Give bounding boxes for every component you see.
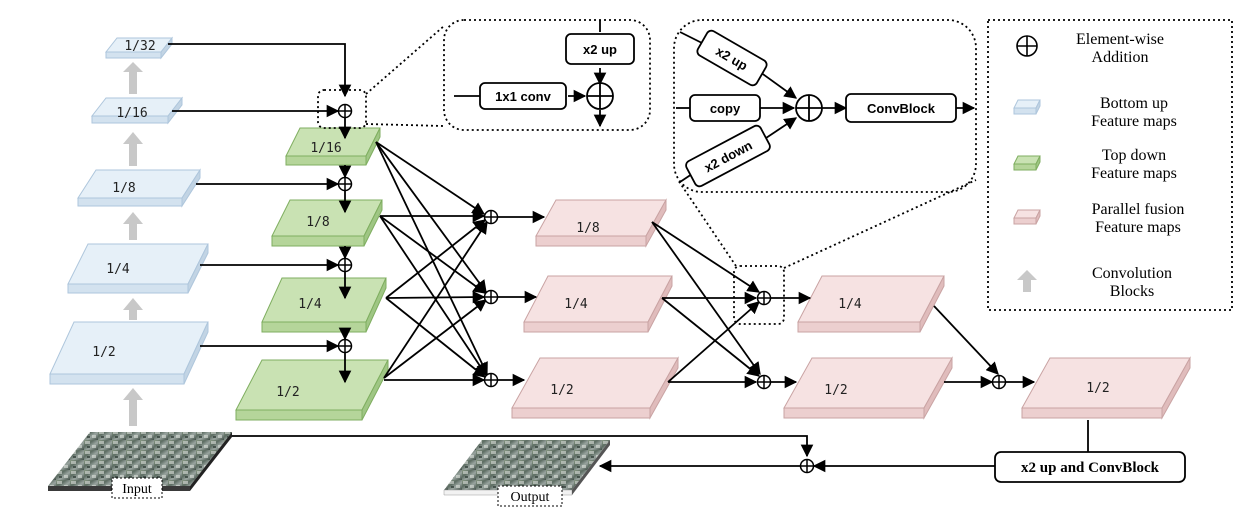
add-node-td1 [337, 103, 353, 119]
top-down-label-1-4: 1/4 [298, 297, 322, 312]
output-label-box [497, 485, 563, 507]
legend-top-down-line1: Top down [1102, 147, 1166, 164]
legend-conv-line2: Blocks [1110, 283, 1154, 300]
legend-addition-line1: Element-wise [1076, 31, 1164, 48]
bottom-up-map-1-8 [77, 168, 201, 208]
lateral-1-32 [168, 43, 352, 98]
inset-conv-box [479, 82, 567, 110]
add-node-td2 [337, 176, 353, 192]
parallel2-label-1-2: 1/2 [824, 383, 847, 398]
parallel1-label-1-4: 1/4 [564, 297, 588, 312]
parallel2-map-1-4 [797, 275, 945, 333]
bottom-up-map-1-2 [49, 321, 209, 385]
inset-add-node [586, 82, 614, 110]
parallel2-map-1-2 [783, 356, 953, 420]
legend-bottom-up-line2: Feature maps [1091, 113, 1177, 130]
legend-bottom-up-icon [1013, 99, 1041, 115]
bottom-up-map-1-32 [104, 36, 174, 60]
top-down-label-1-2: 1/2 [276, 385, 299, 400]
inset-fusion-copy-label: copy [710, 101, 741, 116]
input-label-box [111, 477, 163, 499]
legend-frame [987, 19, 1233, 311]
legend-bottom-up-line1: Bottom up [1100, 95, 1168, 112]
inset-fusion-copy-box [689, 94, 761, 122]
parallel1-map-1-2 [511, 356, 679, 420]
bottom-up-label-1-16: 1/16 [116, 106, 147, 121]
legend-parallel-line2: Feature maps [1095, 219, 1181, 236]
legend-top-down-icon [1013, 155, 1041, 171]
bottom-up-label-1-4: 1/4 [106, 262, 130, 277]
connections [168, 43, 1089, 473]
inset-fusion-convblock-label: ConvBlock [867, 101, 936, 116]
legend-conv-arrow-icon [1017, 270, 1037, 292]
legend-parallel-icon [1013, 209, 1041, 225]
bottom-up-map-1-16 [90, 96, 184, 125]
conv-arrow-3 [123, 212, 143, 240]
legend: Element-wise Addition Bottom up Feature … [1013, 31, 1185, 300]
add-node-td3 [337, 257, 353, 273]
top-down-map-1-8 [271, 199, 383, 247]
bottom-up-map-1-4 [67, 243, 209, 294]
add-node-final [991, 374, 1007, 390]
conv-arrow-5 [123, 388, 143, 426]
parallel1-label-1-2: 1/2 [550, 383, 573, 398]
conv-arrow-2 [123, 132, 143, 166]
parallel1-map-1-8 [535, 198, 667, 248]
parallel1-map-1-4 [523, 275, 673, 333]
input-image [48, 432, 232, 491]
parallel2-label-1-4: 1/4 [838, 297, 862, 312]
bottom-up-label-1-32: 1/32 [124, 39, 155, 54]
bottom-up-label-1-8: 1/8 [112, 181, 135, 196]
upsample-convblock-label: x2 up and ConvBlock [1021, 460, 1160, 476]
top-down-map-1-4 [261, 277, 387, 333]
parallel1-label-1-8: 1/8 [576, 221, 599, 236]
inset-up-label: x2 up [583, 42, 617, 57]
top-down-map-1-2 [235, 359, 389, 421]
inset-fusion-add-node [795, 94, 823, 122]
add-node-td4 [337, 338, 353, 354]
add-node-p2b [756, 374, 772, 390]
legend-parallel-line1: Parallel fusion [1092, 201, 1185, 218]
legend-top-down-line2: Feature maps [1091, 165, 1177, 182]
legend-addition-line2: Addition [1092, 49, 1149, 66]
callouts [317, 19, 1233, 325]
conv-arrow-4 [123, 298, 143, 320]
final-label-1-2: 1/2 [1086, 381, 1109, 396]
top-down-label-1-16: 1/16 [310, 141, 341, 156]
add-node-p1a [483, 209, 499, 225]
inset-up-box [565, 33, 635, 65]
inset-fusion-up-box: x2 up [696, 29, 768, 87]
legend-conv-line1: Convolution [1092, 265, 1172, 282]
convolution-block-arrows [123, 62, 143, 426]
conv-arrow-1 [123, 62, 143, 94]
inset-topdown-frame [443, 19, 651, 131]
top-down-label-1-8: 1/8 [306, 215, 329, 230]
legend-addition-icon [1016, 35, 1038, 57]
upsample-convblock-box [994, 451, 1186, 483]
add-node-p2a [756, 290, 772, 306]
inset-conv-label: 1x1 conv [495, 89, 551, 104]
addition-nodes [337, 103, 1007, 474]
final-map-1-2 [1021, 356, 1191, 420]
input-label: Input [122, 482, 152, 497]
output-label: Output [511, 490, 550, 505]
add-node-output [799, 458, 815, 474]
add-node-p1b [483, 289, 499, 305]
inset-fusion-down-box: x2 down [685, 124, 771, 188]
add-node-p1c [483, 372, 499, 388]
bottom-up-label-1-2: 1/2 [92, 345, 115, 360]
top-down-map-1-16 [285, 127, 381, 166]
inset-fusion-convblock-box [845, 93, 957, 123]
